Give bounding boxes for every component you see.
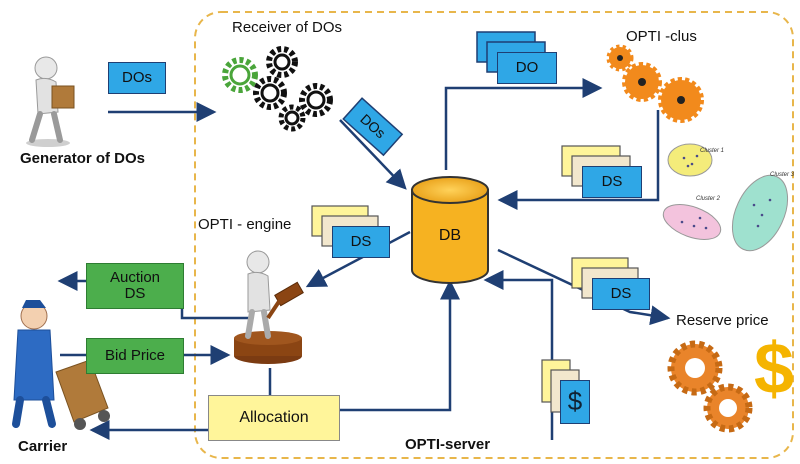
auction-ds-line1: Auction [109,269,161,287]
ds-engine-packet: DS [332,226,390,258]
cluster-plots [662,143,789,252]
ds-clus-packet: DS [582,166,642,198]
receiver-label: Receiver of DOs [232,19,343,36]
generator-figure [26,56,75,147]
engine-figure [234,250,304,364]
carrier-label: Carrier [18,438,68,455]
opti-server-label: OPTI-server [405,436,491,453]
bid-price-box: Bid Price [86,338,184,374]
dos-packet-top: DOs [108,62,166,94]
do-stack-packet: DO [497,52,557,84]
dollar-packet: $ [560,380,590,424]
ds-reserve-packet: DS [592,278,650,310]
reserve-gears [667,340,753,433]
cluster-2-label: Cluster 2 [696,196,721,202]
opti-server-boundary [194,11,794,459]
cluster-2-shape [662,204,722,240]
auction-ds-box: Auction DS [86,263,184,309]
db-cylinder [411,176,489,284]
receiver-gears [222,46,333,132]
cluster-3-label: Cluster 3 [770,172,795,178]
cluster-1-shape [667,143,713,177]
cluster-1-label: Cluster 1 [700,148,725,154]
cluster-3-shape [731,174,789,252]
opti-clus-label: OPTI -clus [626,28,697,45]
reserve-price-label: Reserve price [676,312,769,329]
opti-engine-label: OPTI - engine [198,216,292,233]
carrier-figure [12,300,110,430]
generator-label: Generator of DOs [20,150,146,167]
opti-clus-gears [606,44,704,123]
dos-diag-packet-shape [342,97,404,157]
dollar-sign-icon: $ [753,329,795,410]
allocation-box: Allocation [208,395,340,441]
connectors [57,78,671,440]
db-label: DB [438,226,462,244]
auction-ds-line2: DS [124,285,146,302]
